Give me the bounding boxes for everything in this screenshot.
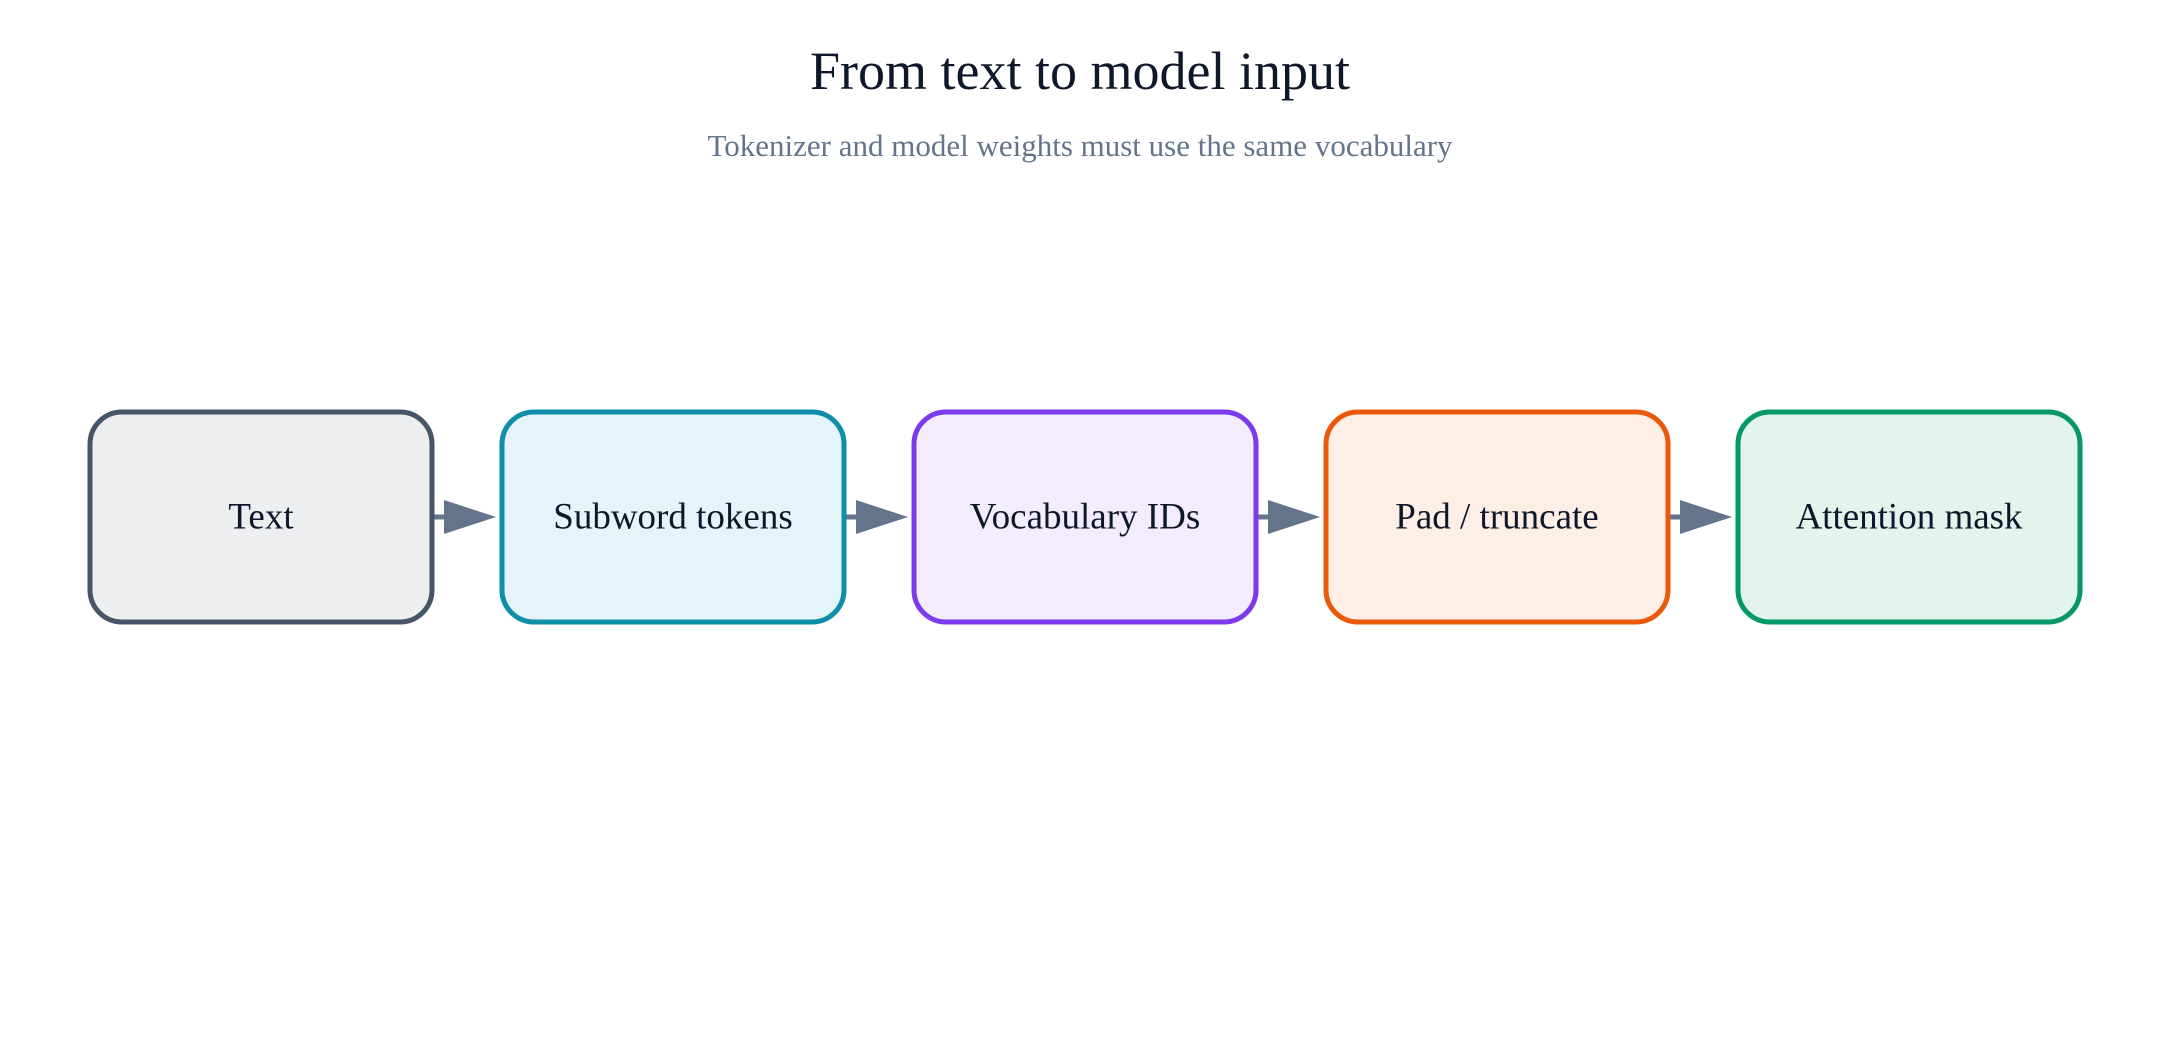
step-box xyxy=(1323,409,1671,625)
arrow-right-icon xyxy=(1256,500,1320,534)
pipeline-arrows xyxy=(432,500,1732,534)
pipeline-step: Text xyxy=(87,409,435,625)
diagram-subtitle: Tokenizer and model weights must use the… xyxy=(707,128,1453,163)
pipeline-step: Pad / truncate xyxy=(1323,409,1671,625)
step-box xyxy=(87,409,435,625)
step-label: Text xyxy=(228,497,294,538)
pipeline-nodes: Text Subword tokens Vocabulary IDs Pad / tr… xyxy=(87,409,2083,625)
step-box xyxy=(499,409,847,625)
pipeline-step: Subword tokens xyxy=(499,409,847,625)
step-label: Vocabulary IDs xyxy=(970,497,1201,538)
arrow-right-icon xyxy=(1668,500,1732,534)
step-label: Attention mask xyxy=(1795,497,2023,538)
step-label: Subword tokens xyxy=(553,497,792,538)
step-box xyxy=(911,409,1259,625)
arrow-right-icon xyxy=(844,500,908,534)
step-box xyxy=(1735,409,2083,625)
diagram-title: From text to model input xyxy=(810,41,1350,101)
pipeline-step: Vocabulary IDs xyxy=(911,409,1259,625)
arrow-right-icon xyxy=(432,500,496,534)
step-label: Pad / truncate xyxy=(1395,497,1598,538)
pipeline-step: Attention mask xyxy=(1735,409,2083,625)
